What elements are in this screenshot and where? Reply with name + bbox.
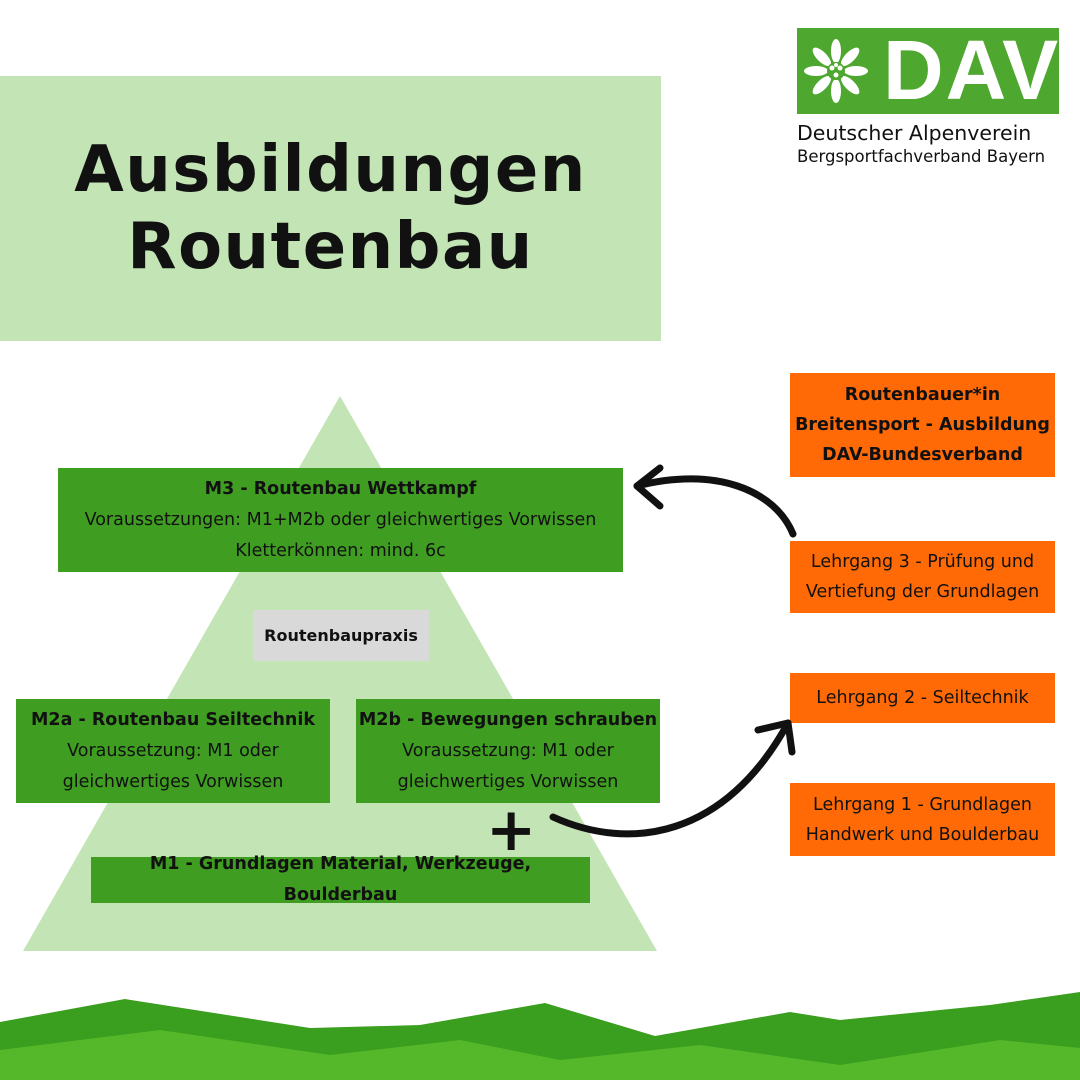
course-lehrgang-1-line1: Lehrgang 1 - Grundlagen <box>813 794 1032 815</box>
module-m1-title: M1 - Grundlagen Material, Werkzeuge, Bou… <box>149 854 532 905</box>
module-m2a-line2: gleichwertiges Vorwissen <box>62 771 284 792</box>
course-lehrgang-3-line2: Vertiefung der Grundlagen <box>805 582 1040 602</box>
module-m2b-box: M2b - Bewegungen schrauben Voraussetzung… <box>356 699 660 803</box>
logo-subtitle: Bergsportfachverband Bayern <box>797 147 1046 166</box>
module-m2a-line1: Voraussetzung: M1 oder <box>67 740 279 761</box>
module-m1-box: M1 - Grundlagen Material, Werkzeuge, Bou… <box>91 854 590 905</box>
module-m2a-box: M2a - Routenbau Seiltechnik Voraussetzun… <box>16 699 330 803</box>
course-lehrgang-3-box: Lehrgang 3 - Prüfung und Vertiefung der … <box>790 541 1055 613</box>
edelweiss-icon <box>804 39 868 103</box>
module-m3-climbing-level: Kletterkönnen: mind. 6c <box>235 540 446 561</box>
module-m2b-line1: Voraussetzung: M1 oder <box>402 740 614 761</box>
title-line-1: Ausbildungen <box>74 132 587 207</box>
module-m3-box: M3 - Routenbau Wettkampf Voraussetzungen… <box>58 468 623 572</box>
dav-logo-caption: Deutscher Alpenverein Bergsportfachverba… <box>797 120 1045 168</box>
course-routenbauer-box: Routenbauer*in Breitensport - Ausbildung… <box>790 373 1055 477</box>
module-m3-prerequisite: Voraussetzungen: M1+M2b oder gleichwerti… <box>84 509 597 530</box>
course-lehrgang-1-box: Lehrgang 1 - Grundlagen Handwerk und Bou… <box>790 783 1055 856</box>
module-m3-title: M3 - Routenbau Wettkampf <box>204 478 477 499</box>
course-routenbauer-line2: Breitensport - Ausbildung <box>795 415 1050 435</box>
course-lehrgang-1-line2: Handwerk und Boulderbau <box>805 824 1040 845</box>
course-lehrgang-3-line1: Lehrgang 3 - Prüfung und <box>810 552 1035 572</box>
plus-icon: + <box>486 795 537 865</box>
dav-logo: DAV <box>797 24 1059 116</box>
module-m2a-title: M2a - Routenbau Seiltechnik <box>30 709 316 730</box>
module-m2b-line2: gleichwertiges Vorwissen <box>397 771 619 792</box>
course-routenbauer-line1: Routenbauer*in <box>844 385 1001 405</box>
course-lehrgang-2-box: Lehrgang 2 - Seiltechnik <box>790 673 1055 723</box>
logo-name: Deutscher Alpenverein <box>797 121 1032 145</box>
arrow-to-m3-icon <box>633 464 797 538</box>
arrow-to-lehrgang-2-icon <box>549 719 796 838</box>
course-routenbauer-line3: DAV-Bundesverband <box>822 445 1023 465</box>
course-lehrgang-2-line1: Lehrgang 2 - Seiltechnik <box>816 688 1029 708</box>
title-block: Ausbildungen Routenbau <box>0 76 661 341</box>
title-line-2: Routenbau <box>127 209 534 284</box>
module-m2b-title: M2b - Bewegungen schrauben <box>358 709 658 730</box>
routenbaupraxis-label: Routenbaupraxis <box>253 610 429 661</box>
dav-wordmark: DAV <box>883 23 1061 117</box>
